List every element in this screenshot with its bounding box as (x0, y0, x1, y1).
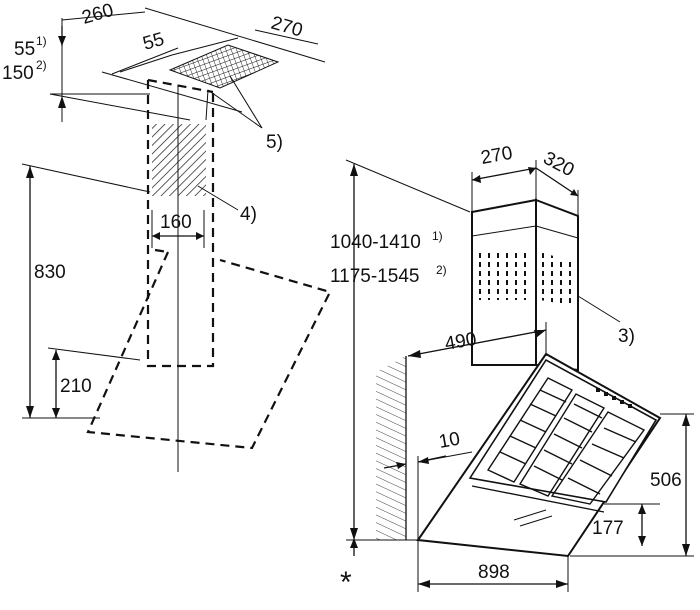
hatched-area (152, 124, 206, 196)
callout-4: 4) (240, 204, 257, 225)
callout-3: 3) (618, 326, 635, 347)
dim-chimney-depth: 320 (540, 148, 578, 181)
right-view: 270 320 1040-1410 1) 1175-1545 2) 490 10… (330, 143, 694, 599)
dim-clearance-2-note: 2) (36, 58, 47, 72)
filter-frame (468, 358, 658, 503)
dim-wall-gap: 10 (437, 429, 461, 453)
callout-5: 5) (266, 132, 283, 153)
wall-hatch (376, 356, 406, 540)
dim-duct-offset: 55 (141, 29, 167, 55)
dim-chimney-width: 270 (479, 143, 514, 169)
dim-clearance-1-note: 1) (36, 34, 47, 48)
dim-lower: 210 (60, 376, 92, 397)
chimney-vents-front (478, 252, 532, 300)
dim-height-range-2: 1175-1545 (330, 266, 419, 287)
dim-outlet-width: 160 (160, 212, 192, 233)
dim-top-depth: 270 (269, 13, 305, 42)
dim-hood-width: 898 (478, 562, 510, 583)
dim-height-range-1: 1040-1410 (330, 232, 421, 253)
control-buttons (596, 388, 632, 408)
dim-clearance-2: 150 (2, 63, 34, 84)
dim-height-range-1-note: 1) (432, 229, 443, 243)
filter-grilles (486, 377, 646, 505)
dim-top-width: 260 (80, 0, 116, 29)
dim-height: 830 (34, 262, 66, 283)
dim-height-range-2-note: 2) (436, 263, 447, 277)
dim-lower-height: 177 (592, 518, 624, 539)
left-view: 260 270 55 55 1) 150 2) 160 830 210 5) 4… (2, 0, 332, 472)
dim-hood-height: 506 (650, 470, 682, 491)
ceiling-vent-grid (168, 44, 280, 89)
chimney-vents-side (540, 252, 574, 306)
dim-clearance-1: 55 (14, 39, 35, 60)
asterisk-marker: * (340, 566, 352, 599)
